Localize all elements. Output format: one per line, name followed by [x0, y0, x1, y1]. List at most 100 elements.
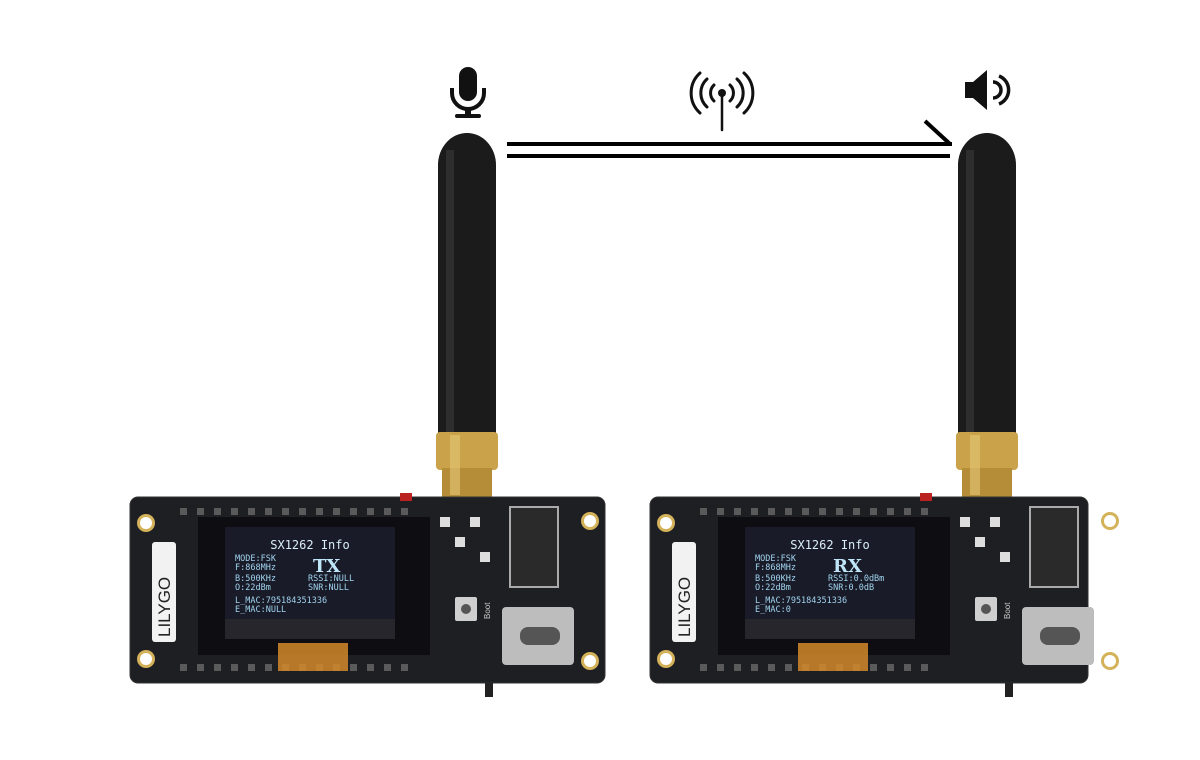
header-pin [384, 664, 391, 671]
usb-c-port [502, 607, 574, 665]
header-pin [384, 508, 391, 515]
header-pin [180, 664, 187, 671]
header-pin [717, 664, 724, 671]
header-pin [265, 508, 272, 515]
screen-rssi: RSSI:0.0dBm [828, 574, 884, 584]
boot-button[interactable]: Boot [975, 597, 1012, 621]
header-pin [265, 664, 272, 671]
header-pin [350, 508, 357, 515]
screen-title: SX1262 Info [790, 538, 869, 552]
header-pin [180, 508, 187, 515]
sd-card-slot [1029, 506, 1079, 588]
header-pin [700, 508, 707, 515]
transmission-arrow [507, 119, 952, 158]
header-pin [214, 508, 221, 515]
screen-remote-mac: E_MAC:0 [755, 605, 791, 615]
screen-rssi: RSSI:NULL [308, 574, 354, 584]
speaker-icon [965, 70, 1011, 110]
screen-snr: SNR:0.0dB [828, 583, 874, 593]
screen-mode: MODE:FSK [235, 554, 277, 564]
header-pin [870, 508, 877, 515]
screen-bandwidth: B:500KHz [235, 574, 276, 584]
header-pin [700, 664, 707, 671]
header-pin [717, 508, 724, 515]
header-pin [197, 664, 204, 671]
screen-frequency: F:868MHz [235, 563, 276, 573]
header-pin [785, 508, 792, 515]
header-pin [921, 664, 928, 671]
screen-power: O:22dBm [755, 583, 791, 593]
ribbon-cable [278, 643, 348, 671]
screen-remote-mac: E_MAC:NULL [235, 605, 286, 615]
mounting-hole [140, 653, 152, 665]
brand-label: LILYGO [672, 542, 696, 642]
mounting-hole [1104, 655, 1116, 667]
header-pin [197, 508, 204, 515]
screen-role: RX [833, 556, 862, 577]
header-pin [768, 508, 775, 515]
mounting-hole [584, 655, 596, 667]
screen-title: SX1262 Info [270, 538, 349, 552]
header-pin [248, 508, 255, 515]
boot-label: Boot [483, 602, 492, 619]
header-pin [768, 664, 775, 671]
screen-frequency: F:868MHz [755, 563, 796, 573]
header-pin [401, 508, 408, 515]
header-pin [887, 508, 894, 515]
sd-card-slot [509, 506, 559, 588]
boot-button[interactable]: Boot [455, 597, 492, 621]
usb-c-port [1022, 607, 1094, 665]
header-pin [231, 664, 238, 671]
header-pin [316, 508, 323, 515]
header-pin [367, 508, 374, 515]
mounting-hole [660, 517, 672, 529]
header-pin [367, 664, 374, 671]
header-pin [248, 664, 255, 671]
header-pin [802, 508, 809, 515]
mounting-hole [660, 653, 672, 665]
microphone-icon [450, 67, 486, 118]
header-pin [751, 508, 758, 515]
screen-bandwidth: B:500KHz [755, 574, 796, 584]
header-pin [785, 664, 792, 671]
header-pin [350, 664, 357, 671]
header-pin [904, 664, 911, 671]
brand-text: LILYGO [675, 577, 694, 637]
tx-board: LILYGO SX1262 Info MODE:FSK F:868MHz B:5… [129, 493, 606, 697]
screen-local-mac: L_MAC:795184351336 [235, 596, 327, 606]
header-pin [401, 664, 408, 671]
oled-screen: SX1262 Info MODE:FSK F:868MHz B:500KHz O… [225, 527, 395, 639]
mounting-hole [140, 517, 152, 529]
screen-mode: MODE:FSK [755, 554, 797, 564]
header-pin [734, 508, 741, 515]
header-pin [751, 664, 758, 671]
header-pin [836, 508, 843, 515]
ribbon-cable [798, 643, 868, 671]
rx-antenna [956, 133, 1018, 498]
header-pin [921, 508, 928, 515]
mounting-hole [1104, 515, 1116, 527]
header-pin [333, 508, 340, 515]
rx-board: LILYGO SX1262 Info MODE:FSK F:868MHz B:5… [649, 493, 1119, 697]
header-pin [214, 664, 221, 671]
screen-snr: SNR:NULL [308, 583, 349, 593]
oled-screen: SX1262 Info MODE:FSK F:868MHz B:500KHz O… [745, 527, 915, 639]
header-pin [887, 664, 894, 671]
header-pin [904, 508, 911, 515]
header-pin [734, 664, 741, 671]
header-pin [819, 508, 826, 515]
header-pin [299, 508, 306, 515]
radio-signal-icon [689, 71, 755, 132]
header-pin [282, 508, 289, 515]
screen-role: TX [313, 556, 340, 577]
mounting-hole [584, 515, 596, 527]
header-pin [870, 664, 877, 671]
brand-label: LILYGO [152, 542, 176, 642]
boot-label: Boot [1003, 602, 1012, 619]
tx-antenna [436, 133, 498, 498]
screen-local-mac: L_MAC:795184351336 [755, 596, 847, 606]
brand-text: LILYGO [155, 577, 174, 637]
header-pin [853, 508, 860, 515]
